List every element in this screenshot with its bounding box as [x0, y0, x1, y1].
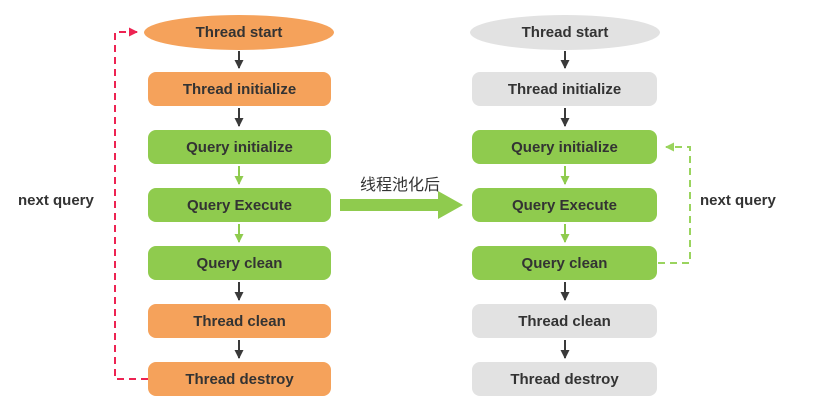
left-node-thread-initialize: Thread initialize: [148, 72, 331, 106]
left-loop-arrow-next-query: [114, 27, 148, 380]
right-node-thread-destroy: Thread destroy: [472, 362, 657, 396]
transition-label: 线程池化后: [359, 177, 440, 194]
next-query-label-right: next query: [700, 192, 776, 209]
left-node-thread-clean: Thread clean: [148, 304, 331, 338]
right-node-query-clean: Query clean: [472, 246, 657, 280]
left-node-query-clean: Query clean: [148, 246, 331, 280]
right-node-thread-start: Thread start: [470, 15, 660, 50]
right-node-thread-initialize: Thread initialize: [472, 72, 657, 106]
left-node-query-execute: Query Execute: [148, 188, 331, 222]
left-node-thread-destroy: Thread destroy: [148, 362, 331, 396]
right-node-thread-clean: Thread clean: [472, 304, 657, 338]
right-node-query-initialize: Query initialize: [472, 130, 657, 164]
next-query-label-left: next query: [18, 192, 94, 209]
right-node-query-execute: Query Execute: [472, 188, 657, 222]
left-node-thread-start: Thread start: [144, 15, 334, 50]
left-node-query-initialize: Query initialize: [148, 130, 331, 164]
right-loop-arrow-next-query: [658, 142, 691, 264]
transition-arrow: [340, 191, 463, 219]
